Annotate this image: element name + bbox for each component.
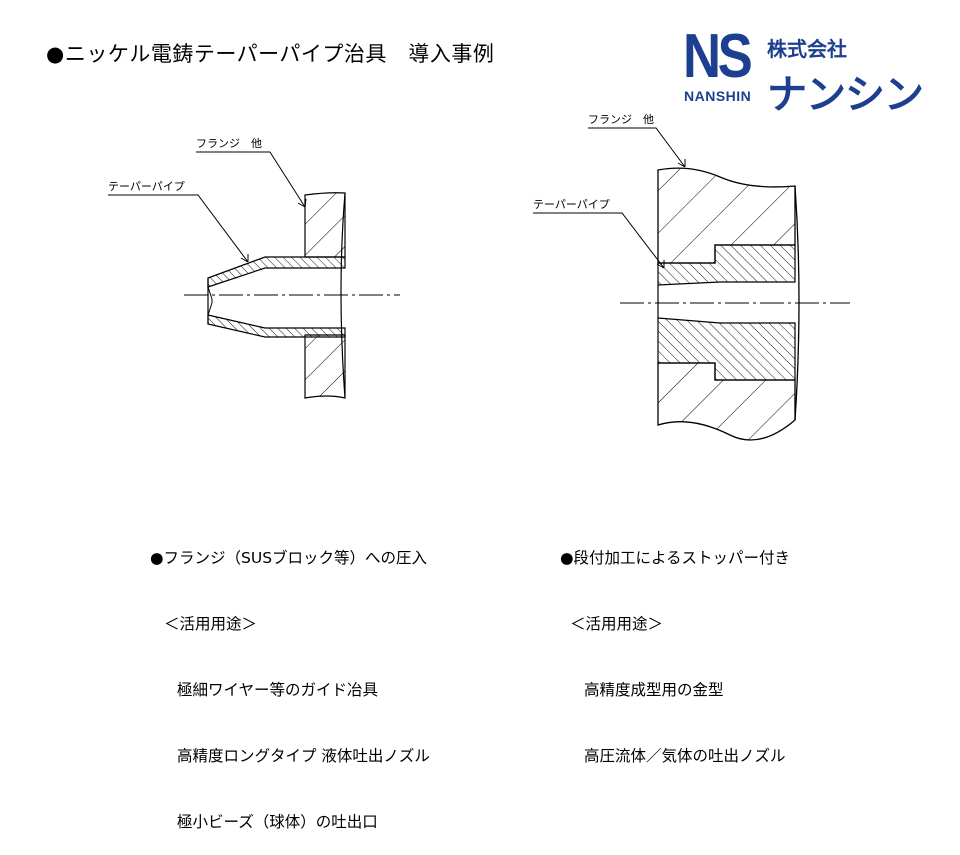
right-label-flange: フランジ 他 [588, 113, 654, 126]
left-diagram: フランジ 他 テーパーパイプ [108, 137, 400, 399]
left-caption-use-heading: ＜活用用途＞ [164, 615, 258, 633]
logo-company-name: ナンシン [767, 72, 924, 118]
left-caption-item: 極小ビーズ（球体）の吐出口 [177, 813, 378, 831]
left-caption-item: 高精度ロングタイプ 液体吐出ノズル [177, 747, 430, 765]
right-caption-heading: ●段付加工によるストッパー付き [560, 549, 791, 567]
left-caption: ●フランジ（SUSブロック等）への圧入 ＜活用用途＞ 極細ワイヤー等のガイド冶具… [150, 503, 430, 855]
left-label-flange: フランジ 他 [196, 137, 262, 150]
right-taper-pipe [657, 244, 796, 381]
logo-mark: NS [683, 22, 753, 91]
right-caption-item: 高圧流体／気体の吐出ノズル [584, 747, 786, 765]
right-caption-item: 高精度成型用の金型 [584, 681, 724, 699]
page-title: ●ニッケル電鋳テーパーパイプ治具 導入事例 [46, 42, 495, 66]
right-block [657, 167, 800, 441]
left-taper-pipe [207, 256, 346, 338]
left-caption-item: 極細ワイヤー等のガイド冶具 [177, 681, 379, 699]
left-label-pipe: テーパーパイプ [108, 180, 185, 193]
right-caption-use-heading: ＜活用用途＞ [570, 615, 664, 633]
right-diagram: フランジ 他 テーパーパイプ [533, 113, 850, 441]
left-caption-heading: ●フランジ（SUSブロック等）への圧入 [150, 549, 428, 567]
logo-romaji: NANSHIN [684, 88, 752, 104]
right-caption: ●段付加工によるストッパー付き ＜活用用途＞ 高精度成型用の金型 高圧流体／気体… [560, 503, 790, 789]
left-flange [304, 192, 346, 399]
company-logo: NS NANSHIN 株式会社 ナンシン [683, 22, 943, 119]
technical-drawings: フランジ 他 テーパーパイプ フランジ 他 テーパーパイプ [108, 113, 850, 441]
logo-company-type: 株式会社 [767, 37, 847, 61]
right-label-pipe: テーパーパイプ [533, 198, 610, 211]
